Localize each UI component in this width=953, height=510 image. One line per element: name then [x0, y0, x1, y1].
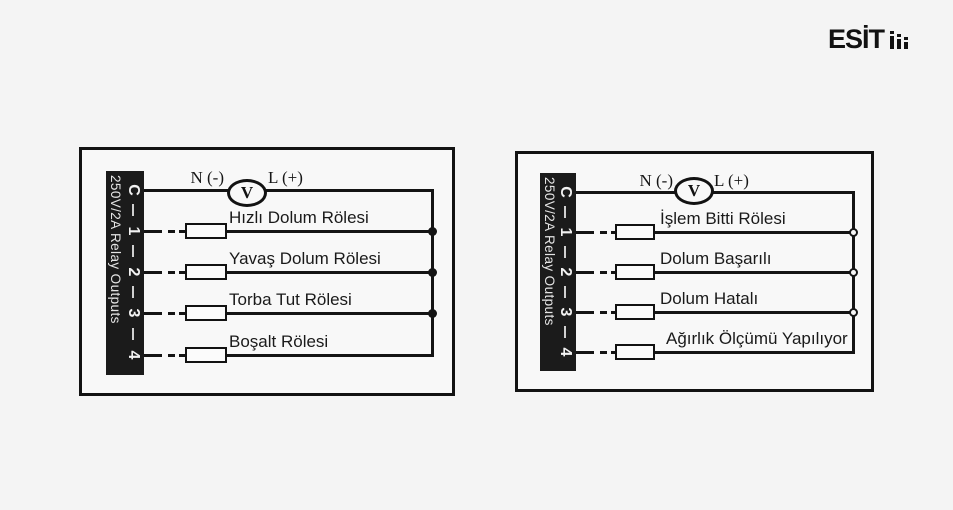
esit-logo-bars-icon	[887, 31, 909, 49]
terminal-divider	[564, 286, 566, 298]
terminal-divider	[564, 206, 566, 218]
esit-logo-text: ESİT	[828, 24, 885, 54]
wire	[144, 270, 162, 274]
terminal-divider	[132, 328, 134, 340]
relay-coil	[185, 223, 227, 239]
terminal-divider	[564, 326, 566, 338]
relay-coil	[615, 224, 655, 240]
wire-break	[168, 270, 175, 274]
wiring-diagram-filling-relays: 250V/2A Relay Outputs C 1 2 3 4 Hızlı Do…	[79, 147, 455, 396]
voltmeter-letter: V	[240, 183, 254, 202]
relay-rating-label: 250V/2A Relay Outputs	[108, 175, 123, 324]
terminal-divider	[132, 204, 134, 216]
terminal-label-2: 2	[125, 267, 142, 277]
wire	[144, 311, 162, 315]
terminal-divider	[132, 245, 134, 257]
relay-coil	[615, 344, 655, 360]
wire-break	[168, 311, 175, 315]
relay-coil	[615, 304, 655, 320]
wire	[179, 353, 434, 357]
wire	[144, 353, 162, 357]
terminal-label-4: 4	[557, 347, 574, 357]
voltmeter-letter: V	[687, 181, 701, 200]
junction-dot	[428, 308, 437, 318]
relay-label: Boşalt Rölesi	[229, 332, 329, 351]
terminal-label-3: 3	[125, 308, 142, 318]
wire-break	[600, 350, 607, 354]
relay-label: Ağırlık Ölçümü Yapılıyor	[666, 329, 848, 348]
wire-break	[600, 270, 607, 274]
wire-break	[168, 229, 175, 233]
logo-bar	[904, 37, 909, 49]
wire-break	[600, 310, 607, 314]
terminal-label-1: 1	[557, 227, 574, 237]
wire	[179, 311, 434, 315]
wire	[144, 229, 162, 233]
relay-coil	[185, 264, 227, 280]
terminal-divider	[132, 286, 134, 298]
terminal-label-c: C	[557, 186, 574, 198]
wire-common	[144, 188, 434, 192]
relay-label: Yavaş Dolum Rölesi	[229, 249, 381, 268]
wire	[179, 270, 434, 274]
logo-bar	[890, 31, 895, 49]
wire-break	[600, 230, 607, 234]
esit-logo: ESİT	[828, 24, 909, 54]
relay-rating-label: 250V/2A Relay Outputs	[542, 177, 557, 326]
line-label: L (+)	[268, 168, 303, 187]
terminal-label-3: 3	[557, 307, 574, 317]
terminal-label-c: C	[125, 184, 142, 196]
wire	[611, 310, 852, 314]
wire	[576, 350, 594, 354]
relay-coil	[185, 347, 227, 363]
wire	[179, 229, 434, 233]
wire	[611, 230, 852, 234]
relay-coil	[615, 264, 655, 280]
relay-label: Dolum Başarılı	[660, 249, 772, 268]
relay-coil	[185, 305, 227, 321]
wire	[576, 310, 594, 314]
wire	[576, 270, 594, 274]
relay-label: İşlem Bitti Rölesi	[660, 209, 786, 228]
relay-label: Dolum Hatalı	[660, 289, 759, 308]
terminal-strip	[540, 173, 576, 371]
relay-label: Torba Tut Rölesi	[229, 290, 352, 309]
logo-bar	[897, 34, 902, 49]
terminal-strip	[106, 171, 144, 375]
terminal-label-2: 2	[557, 267, 574, 277]
junction-dot	[428, 226, 437, 236]
terminal-divider	[564, 246, 566, 258]
line-label: L (+)	[714, 171, 749, 190]
wire	[611, 270, 852, 274]
wire-break	[168, 353, 175, 357]
relay-label: Hızlı Dolum Rölesi	[229, 208, 369, 227]
wire-common	[576, 190, 855, 194]
terminal-label-4: 4	[125, 350, 142, 360]
wiring-diagram-status-relays: 250V/2A Relay Outputs C 1 2 3 4 İşlem Bi…	[515, 151, 874, 392]
neutral-label: N (-)	[639, 171, 673, 190]
junction-dot	[849, 267, 858, 277]
wire	[576, 230, 594, 234]
junction-dot	[849, 227, 858, 237]
junction-dot	[428, 267, 437, 277]
voltmeter-icon: V	[227, 179, 267, 207]
junction-dot	[849, 307, 858, 317]
terminal-label-1: 1	[125, 226, 142, 236]
wire	[611, 350, 852, 354]
neutral-label: N (-)	[190, 168, 224, 187]
voltmeter-icon: V	[674, 177, 714, 205]
